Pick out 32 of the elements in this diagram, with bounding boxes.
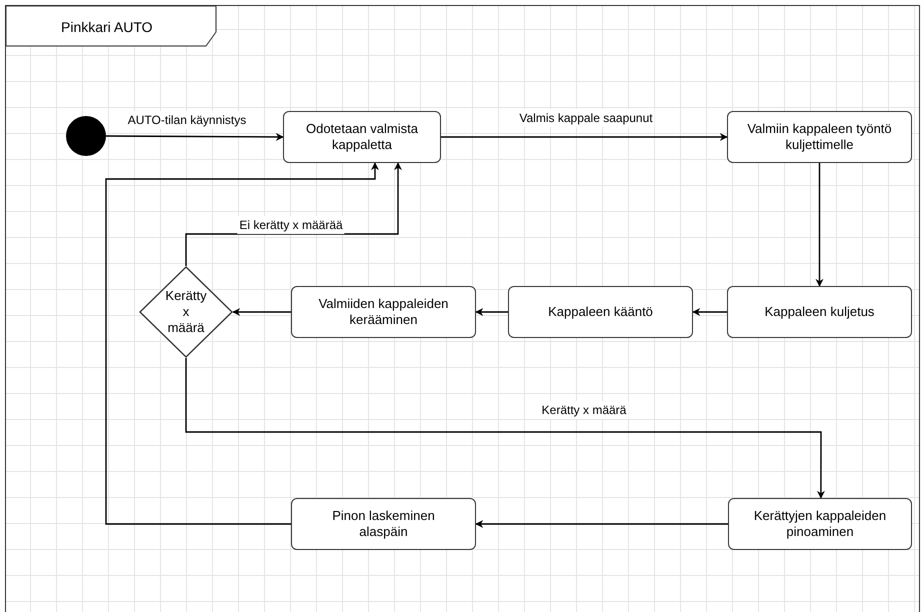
arrow: [106, 132, 284, 141]
state-box: [283, 111, 441, 163]
edge-label: Valmis kappale saapunut: [517, 109, 655, 127]
node-label: Odotetaan valmista kappaletta: [304, 121, 419, 153]
edge-label: Ei kerätty x määrää: [237, 216, 345, 234]
arrow: [185, 358, 825, 499]
node-label: Kerätty x määrä: [164, 288, 208, 336]
node-label: Kappaleen kuljetus: [764, 304, 874, 320]
state-box: [291, 498, 476, 550]
frame: [5, 5, 920, 612]
arrow: [232, 308, 291, 316]
arrow: [185, 162, 402, 266]
decision-diamond: [139, 266, 233, 358]
arrow: [475, 520, 728, 528]
state-box: [728, 498, 912, 550]
node-label: Pinon laskeminen alaspäin: [332, 508, 435, 540]
arrow: [441, 133, 728, 141]
arrow: [692, 308, 727, 316]
state-box: [727, 111, 912, 163]
arrow: [475, 308, 508, 316]
node-label: Kerättyjen kappaleiden pinoaminen: [752, 508, 888, 540]
arrow: [816, 163, 824, 287]
edge-label: Kerätty x määrä: [540, 401, 628, 419]
node-label: Valmiin kappaleen työntö kuljettimelle: [746, 121, 893, 153]
state-box: [508, 286, 693, 338]
node-label: Valmiiden kappaleiden kerääminen: [318, 296, 450, 328]
state-box: [291, 286, 476, 338]
node-label: Kappaleen kääntö: [548, 304, 653, 320]
state-box: [727, 286, 912, 338]
edge-label: AUTO-tilan käynnistys: [126, 111, 248, 129]
frame-title: Pinkkari AUTO: [61, 18, 153, 37]
arrow: [105, 162, 379, 525]
